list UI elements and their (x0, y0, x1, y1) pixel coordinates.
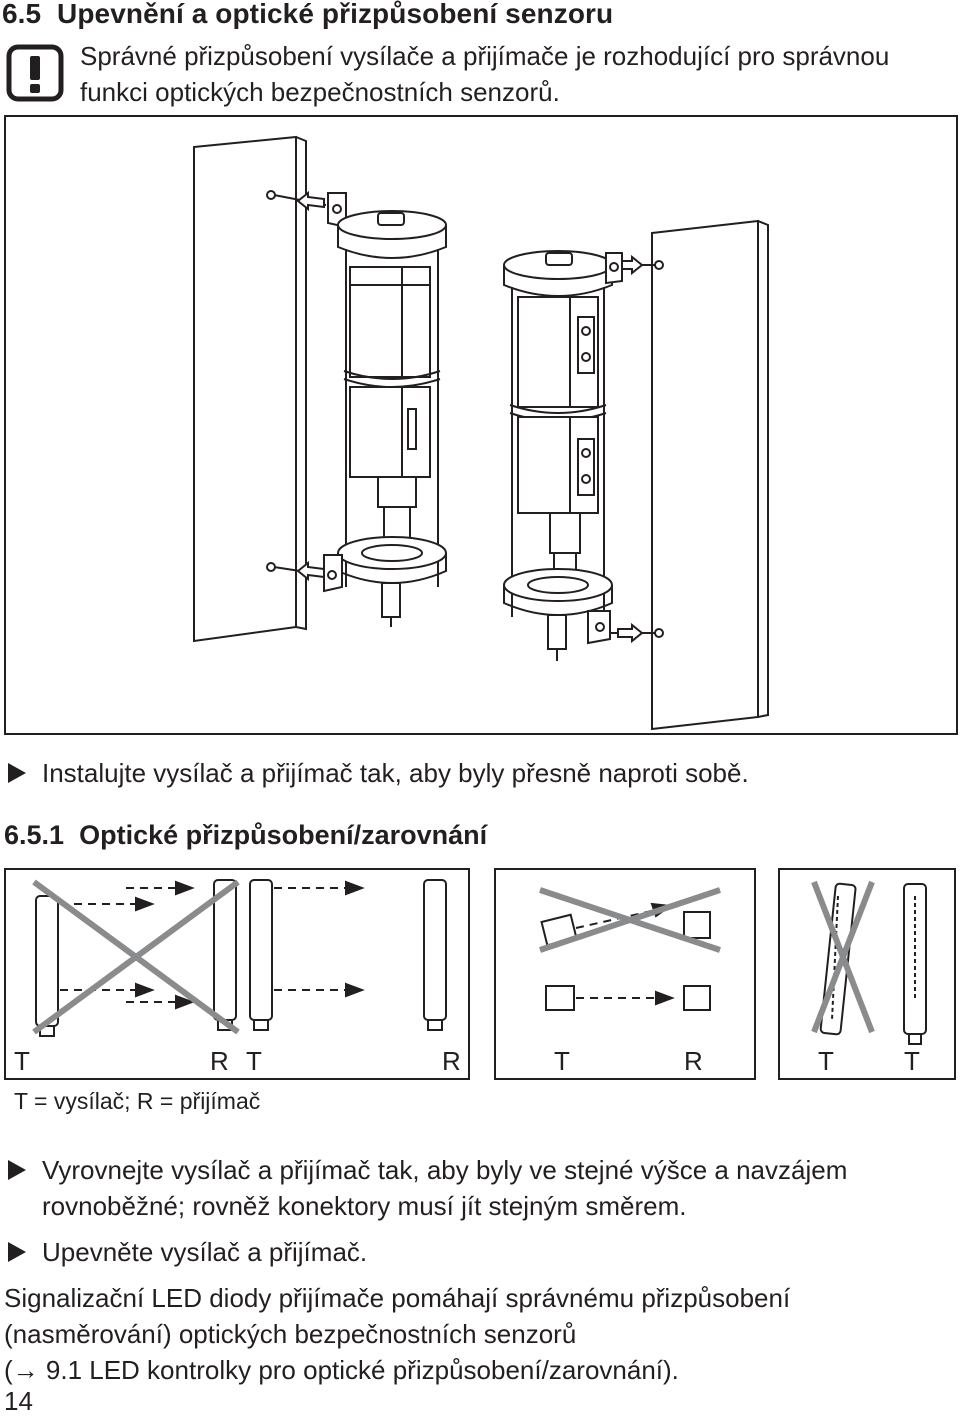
subsection-number: 6.5.1 (4, 820, 65, 850)
section-number: 6.5 (2, 0, 42, 29)
step-text: Vyrovnejte vysílač a přijímač tak, aby b… (42, 1155, 848, 1221)
left-wall (193, 135, 297, 643)
right-wall (651, 219, 759, 731)
label-t2: T (246, 1046, 262, 1076)
intro-paragraph: Správné přizpůsobení vysílače a přijímač… (80, 41, 890, 107)
cross-icon (811, 880, 875, 1034)
step-text: Instalujte vysílač a přijímač tak, aby b… (42, 758, 749, 788)
section-title: Upevnění a optické přizpůsobení senzoru (57, 0, 614, 29)
right-screws (608, 254, 664, 644)
triangle-right-icon (8, 763, 26, 783)
subsection-title: Optické přizpůsobení/zarovnání (79, 820, 488, 850)
step-align: Vyrovnejte vysílač a přijímač tak, aby b… (6, 1152, 926, 1224)
cross-icon (32, 879, 240, 1035)
warning-icon (6, 44, 64, 102)
mounting-figure (4, 115, 958, 735)
connector-misaligned (539, 887, 721, 953)
figure-legend: T = vysílač; R = přijímač (14, 1088, 261, 1114)
label-t3: T (554, 1046, 570, 1076)
label-t1: T (14, 1046, 30, 1076)
triangle-right-icon (8, 1160, 26, 1180)
label-r3: R (684, 1046, 703, 1076)
cross-icon (539, 887, 721, 953)
closing-text: Signalizační LED diody přijímače pomáhaj… (4, 1283, 791, 1349)
rotated-sensor (811, 880, 875, 1036)
closing-ref-link[interactable]: (→ 9.1 LED kontrolky pro optické přizpůs… (4, 1355, 679, 1385)
label-r1: R (210, 1046, 229, 1076)
step-fasten: Upevněte vysílač a přijímač. (6, 1234, 926, 1270)
misaligned-pair (32, 879, 240, 1037)
triangle-right-icon (8, 1242, 26, 1262)
subsection-heading: 6.5.1 Optické přizpůsobení/zarovnání (4, 820, 487, 851)
page-number: 14 (4, 1386, 33, 1416)
alignment-panel-2: T R (494, 868, 756, 1080)
connector-aligned (545, 985, 711, 1011)
label-t5: T (904, 1046, 920, 1076)
closing-paragraph: Signalizační LED diody přijímače pomáhaj… (4, 1280, 824, 1388)
label-t4: T (818, 1046, 834, 1076)
alignment-panel-1: T R T R (4, 868, 470, 1080)
right-sensor (503, 250, 623, 661)
step-install: Instalujte vysílač a přijímač tak, aby b… (6, 755, 946, 791)
alignment-panel-3: T T (778, 868, 956, 1080)
label-r2: R (442, 1046, 461, 1076)
straight-sensor (903, 883, 927, 1045)
left-sensor (323, 192, 447, 627)
section-heading: 6.5 Upevnění a optické přizpůsobení senz… (2, 0, 613, 30)
aligned-pair (249, 879, 447, 1031)
step-text: Upevněte vysílač a přijímač. (42, 1237, 368, 1267)
